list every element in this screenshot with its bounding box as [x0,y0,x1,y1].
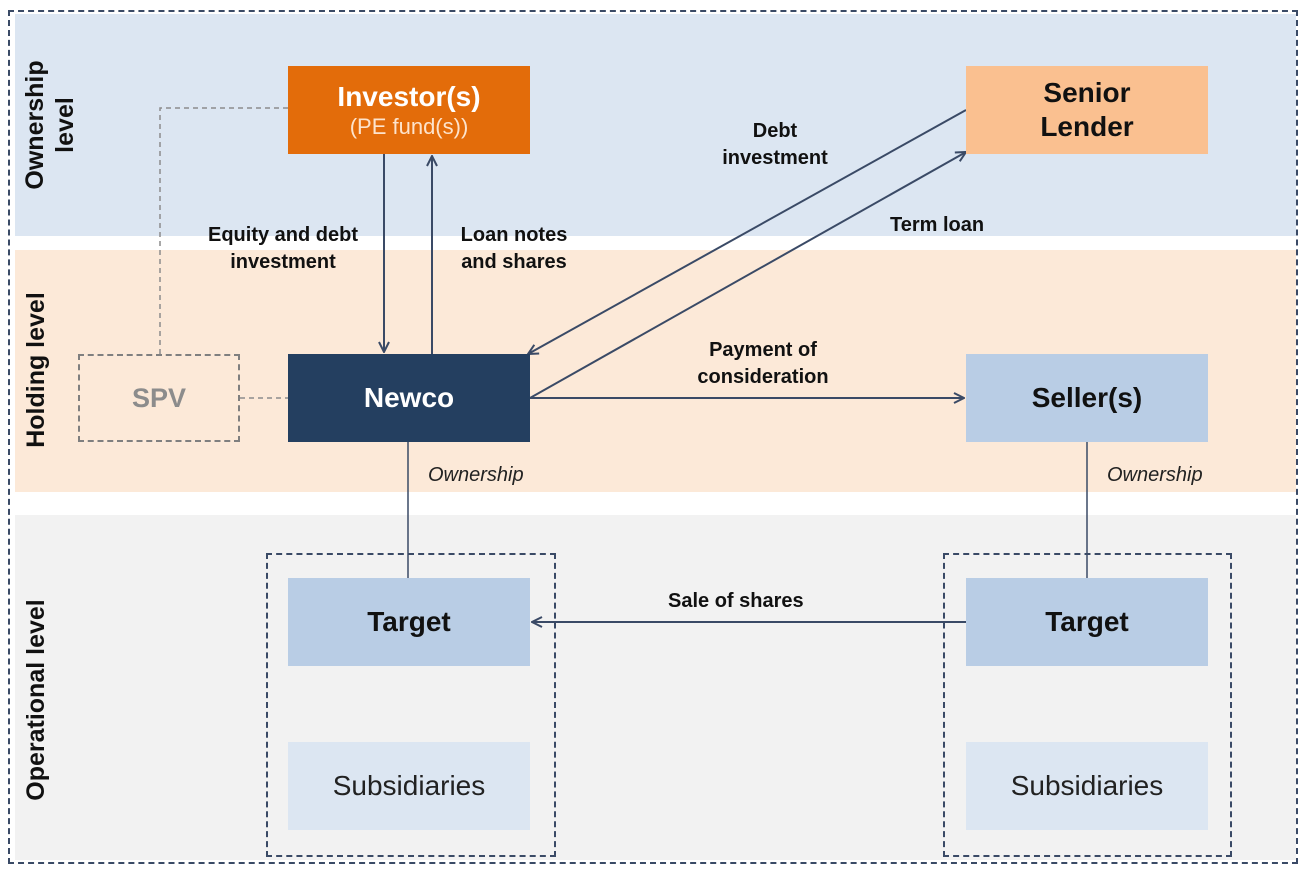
acquired-group-left [266,553,556,857]
target-left-title: Target [367,606,451,637]
equity-debt-label: Equity and debt investment [208,224,358,273]
seller-box: Seller(s) [966,354,1208,442]
investor-subtitle: (PE fund(s)) [349,114,469,139]
investor-title: Investor(s) [337,81,481,112]
term-loan-label: Term loan [890,214,985,236]
investor-box: Investor(s) (PE fund(s)) [288,66,530,154]
target-box-right: Target [966,578,1208,666]
newco-box: Newco [288,354,530,442]
sale-of-shares-label: Sale of shares [668,590,804,612]
ownership-label-left: Ownership [428,464,524,486]
spv-investor-dashed-link [159,107,288,354]
subsidiaries-left-title: Subsidiaries [332,770,486,801]
payment-label: Payment of consideration [697,339,829,388]
term-loan-arrow [529,152,966,399]
diagram-frame [8,10,1298,864]
ownership-label-right: Ownership [1107,464,1203,486]
spv-box: SPV [78,354,240,442]
subsidiaries-box-right: Subsidiaries [966,742,1208,830]
subsidiaries-right-title: Subsidiaries [1010,770,1164,801]
senior-lender-title: Senior Lender [1040,77,1134,142]
target-right-title: Target [1045,606,1129,637]
newco-title: Newco [363,382,455,413]
spv-title: SPV [131,383,187,413]
debt-investment-arrow [528,109,967,354]
seller-title: Seller(s) [1031,382,1143,413]
debt-investment-label: Debt investment [722,120,828,169]
subsidiaries-box-left: Subsidiaries [288,742,530,830]
senior-lender-box: Senior Lender [966,66,1208,154]
target-box-left: Target [288,578,530,666]
loan-notes-label: Loan notes and shares [460,224,568,273]
